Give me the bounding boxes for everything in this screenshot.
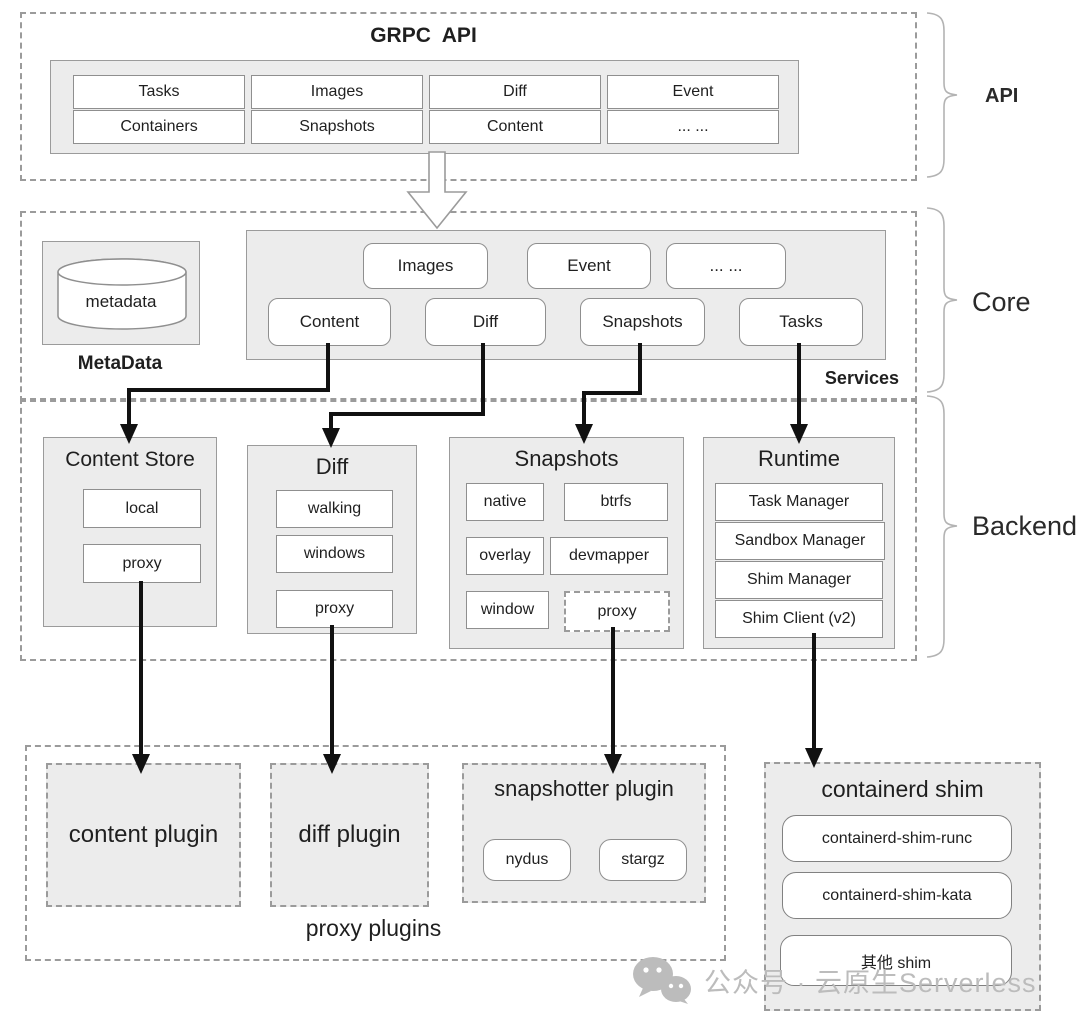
watermark-text: 公众号 · 云原生Serverless	[704, 967, 1037, 998]
snapshotter-plugin-title: snapshotter plugin	[494, 776, 674, 801]
service-event: Event	[527, 243, 651, 289]
wechat-icon	[633, 957, 691, 1004]
api-cell-diff: Diff	[429, 75, 601, 109]
snapshots-btrfs: btrfs	[564, 483, 668, 521]
grpc-api-title: GRPC API	[370, 24, 477, 47]
diff-title: Diff	[315, 454, 349, 479]
service-images: Images	[363, 243, 488, 289]
runtime-shim-client: Shim Client (v2)	[715, 600, 883, 638]
runtime-panel: Runtime Task Manager Sandbox Manager Shi…	[703, 437, 895, 649]
database-cylinder-icon	[57, 258, 187, 330]
diff-walking: walking	[276, 490, 393, 528]
diff-proxy: proxy	[276, 590, 393, 628]
diff-windows: windows	[276, 535, 393, 573]
api-section-container	[20, 12, 917, 181]
api-cell-images: Images	[251, 75, 423, 109]
snapshots-overlay: overlay	[466, 537, 544, 575]
runtime-task-manager: Task Manager	[715, 483, 883, 521]
services-caption: Services	[824, 368, 899, 388]
services-panel: Images Event ... ... Content Diff Snapsh…	[246, 230, 886, 360]
metadata-panel: metadata	[42, 241, 200, 345]
service-diff: Diff	[425, 298, 546, 346]
grpc-api-panel: Tasks Images Diff Event Containers Snaps…	[50, 60, 799, 154]
snapshotter-plugin-box: snapshotter plugin nydus stargz	[462, 763, 706, 903]
containerd-shim-title: containerd shim	[821, 776, 984, 802]
shim-other: 其他 shim	[780, 935, 1012, 986]
snapshots-window: window	[466, 591, 549, 629]
snapshots-proxy: proxy	[564, 591, 670, 632]
service-snapshots: Snapshots	[580, 298, 705, 346]
runtime-sandbox-manager: Sandbox Manager	[715, 522, 885, 560]
metadata-cylinder-label: metadata	[85, 292, 157, 311]
api-cell-snapshots: Snapshots	[251, 110, 423, 144]
snapshots-panel: Snapshots native btrfs overlay devmapper…	[449, 437, 684, 649]
api-brace-label: API	[985, 85, 1019, 107]
service-content: Content	[268, 298, 391, 346]
content-store-panel: Content Store local proxy	[43, 437, 217, 627]
shim-runc: containerd-shim-runc	[782, 815, 1012, 862]
content-store-local: local	[83, 489, 201, 528]
api-cell-event: Event	[607, 75, 779, 109]
proxy-plugins-container	[25, 745, 726, 961]
service-tasks: Tasks	[739, 298, 863, 346]
diff-plugin-box: diff plugin	[270, 763, 429, 907]
snapshotter-stargz: stargz	[599, 839, 687, 881]
backend-brace	[926, 395, 958, 658]
core-brace	[926, 207, 958, 393]
runtime-title: Runtime	[758, 446, 840, 471]
containerd-shim-box: containerd shim containerd-shim-runc con…	[764, 762, 1041, 1011]
snapshotter-nydus: nydus	[483, 839, 571, 881]
api-cell-tasks: Tasks	[73, 75, 245, 109]
api-brace	[926, 12, 958, 178]
api-cell-content: Content	[429, 110, 601, 144]
api-cell-more: ... ...	[607, 110, 779, 144]
snapshots-title: Snapshots	[514, 446, 619, 471]
content-store-proxy: proxy	[83, 544, 201, 583]
service-more: ... ...	[666, 243, 786, 289]
backend-brace-label: Backend	[972, 511, 1078, 541]
section-braces	[926, 12, 958, 658]
snapshots-native: native	[466, 483, 544, 521]
content-store-title: Content Store	[65, 448, 195, 471]
shim-kata: containerd-shim-kata	[782, 872, 1012, 919]
content-plugin-box: content plugin	[46, 763, 241, 907]
core-brace-label: Core	[972, 287, 1031, 317]
metadata-caption: MetaData	[77, 353, 163, 374]
runtime-shim-manager: Shim Manager	[715, 561, 883, 599]
diff-panel: Diff walking windows proxy	[247, 445, 417, 634]
api-cell-containers: Containers	[73, 110, 245, 144]
proxy-plugins-label: proxy plugins	[305, 915, 442, 941]
watermark: 公众号 · 云原生Serverless	[630, 956, 1037, 1004]
snapshots-devmapper: devmapper	[550, 537, 668, 575]
